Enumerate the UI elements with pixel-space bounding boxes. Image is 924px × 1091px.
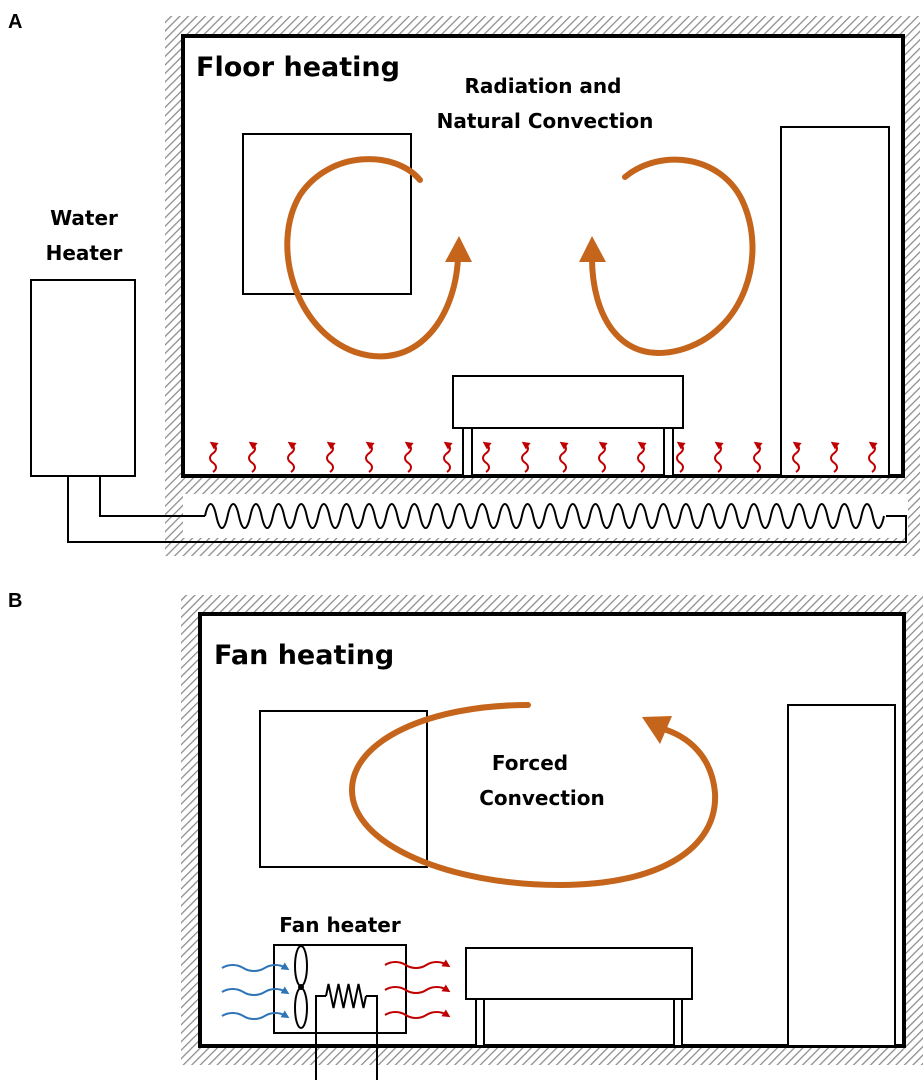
room-b-forced-convection-arrow xyxy=(348,702,719,889)
heat-rise-arrow xyxy=(714,441,724,473)
heat-rise-arrow xyxy=(830,441,840,473)
cold-air-arrow xyxy=(221,1010,290,1020)
room-a-left-convection-arrow xyxy=(284,156,472,360)
room-b-flow-label-1: Forced xyxy=(492,751,568,775)
fan-heater xyxy=(273,944,407,1080)
heat-rise-arrow xyxy=(404,441,414,473)
room-b-flow-label-2: Convection xyxy=(479,786,605,810)
panel-b: B Fan heating Forced Convection Fan heat… xyxy=(8,590,923,1080)
room-a-flow-label-2: Natural Convection xyxy=(437,109,654,133)
room-a-flow-label-1: Radiation and xyxy=(465,74,622,98)
warm-air-arrow xyxy=(384,984,451,994)
cold-air-arrow xyxy=(221,962,290,972)
heat-rise-arrow xyxy=(482,441,492,473)
heat-rise-arrow xyxy=(792,441,802,473)
floor-heat-arrows xyxy=(209,441,878,473)
room-a-right-convection-arrow xyxy=(579,156,756,356)
room-b-table xyxy=(465,947,693,1047)
warm-air-outflow-arrows xyxy=(384,959,451,1019)
cold-air-arrow xyxy=(221,986,290,996)
heating-coil-icon xyxy=(325,983,367,1009)
cold-air-inflow-arrows xyxy=(221,962,290,1020)
room-b-title: Fan heating xyxy=(214,640,394,671)
heat-rise-arrow xyxy=(637,441,647,473)
heat-rise-arrow xyxy=(365,441,375,473)
heat-rise-arrow xyxy=(559,441,569,473)
heat-rise-arrow xyxy=(248,441,258,473)
fan-heater-label: Fan heater xyxy=(279,913,401,937)
panel-a-letter: A xyxy=(8,11,22,33)
heat-rise-arrow xyxy=(443,441,453,473)
heat-rise-arrow xyxy=(209,441,219,473)
heat-rise-arrow xyxy=(676,441,686,473)
room-a-table xyxy=(452,375,684,477)
panel-a: A Floor heating Radiation and Natural Co… xyxy=(8,11,920,556)
heat-rise-arrow xyxy=(326,441,336,473)
floor-heating-pipe xyxy=(67,476,907,543)
heat-rise-arrow xyxy=(868,441,878,473)
heat-rise-arrow xyxy=(598,441,608,473)
water-heater-label-2: Heater xyxy=(46,241,123,265)
room-a-title: Floor heating xyxy=(196,52,400,83)
heat-rise-arrow xyxy=(521,441,531,473)
heat-rise-arrow xyxy=(753,441,763,473)
room-b-wardrobe xyxy=(787,704,896,1047)
room-b-window xyxy=(259,710,428,868)
warm-air-arrow xyxy=(384,1009,451,1019)
fan-icon xyxy=(294,945,308,1029)
water-heater-label-1: Water xyxy=(50,206,118,230)
water-heater xyxy=(30,279,136,477)
room-a-wardrobe xyxy=(780,126,890,477)
warm-air-arrow xyxy=(384,959,451,969)
heat-rise-arrow xyxy=(287,441,297,473)
panel-b-letter: B xyxy=(8,590,22,612)
